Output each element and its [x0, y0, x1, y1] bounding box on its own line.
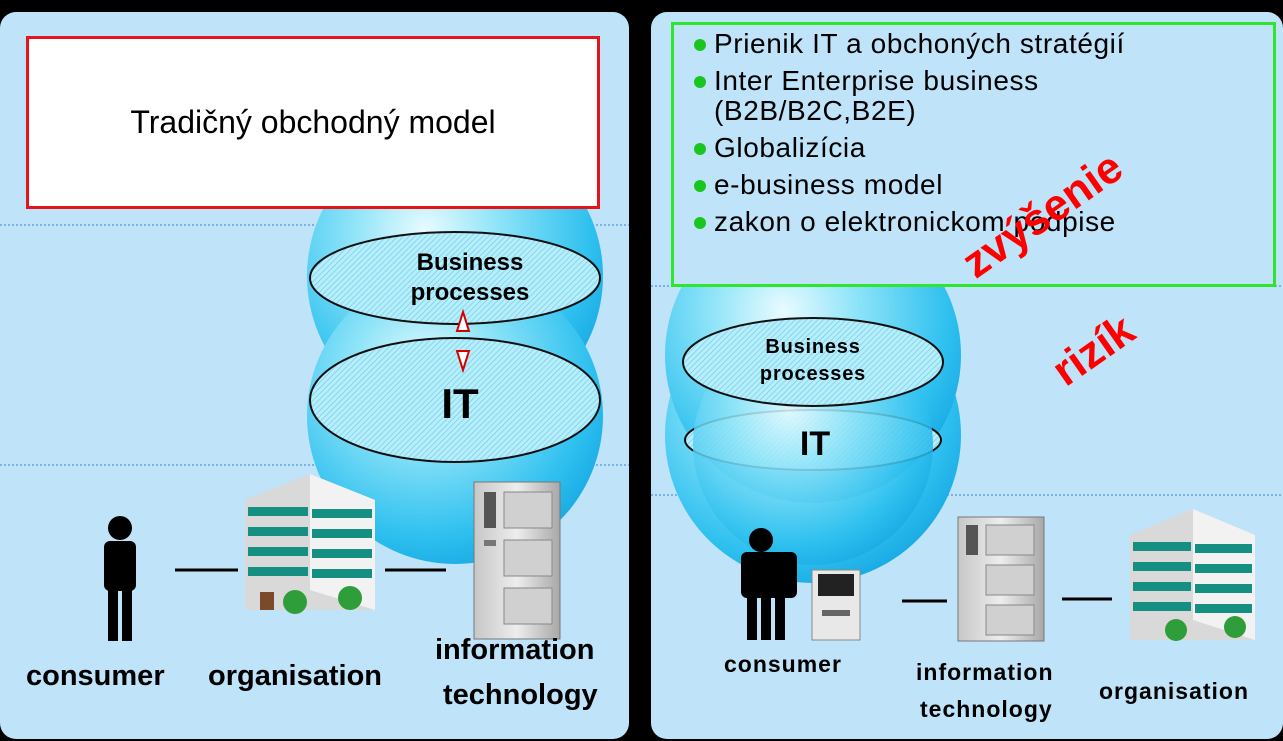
- bullet-item: e-business model: [694, 170, 1125, 200]
- right-information-label: information: [916, 659, 1054, 685]
- strategy-bullets-list: Prienik IT a obchoných stratégií Inter E…: [694, 29, 1125, 244]
- traditional-model-title-box: Tradičný obchodný model: [26, 36, 600, 209]
- left-consumer-label: consumer: [26, 660, 165, 692]
- traditional-model-title: Tradičný obchodný model: [130, 104, 496, 140]
- bullet-item: Prienik IT a obchoných stratégií: [694, 29, 1125, 59]
- bullet-item-continuation: (B2B/B2C,B2E): [714, 95, 917, 126]
- right-consumer-label: consumer: [724, 651, 842, 677]
- bullet-item: zakon o elektronickom podpise: [694, 207, 1125, 237]
- left-technology-label: technology: [443, 679, 598, 711]
- left-business-processes-label: Business processes: [410, 249, 530, 306]
- left-it-label: IT: [441, 380, 479, 427]
- bullet-item: Globalizícia: [694, 133, 1125, 163]
- right-technology-label: technology: [920, 696, 1053, 722]
- left-organisation-label: organisation: [208, 660, 383, 692]
- bullet-item: Inter Enterprise business: [694, 66, 1125, 96]
- strategy-bullets-box: [671, 22, 1276, 287]
- left-information-label: information: [435, 634, 595, 666]
- right-organisation-label: organisation: [1099, 678, 1250, 704]
- right-business-processes-label: Business processes: [759, 336, 867, 385]
- right-it-label: IT: [799, 425, 831, 463]
